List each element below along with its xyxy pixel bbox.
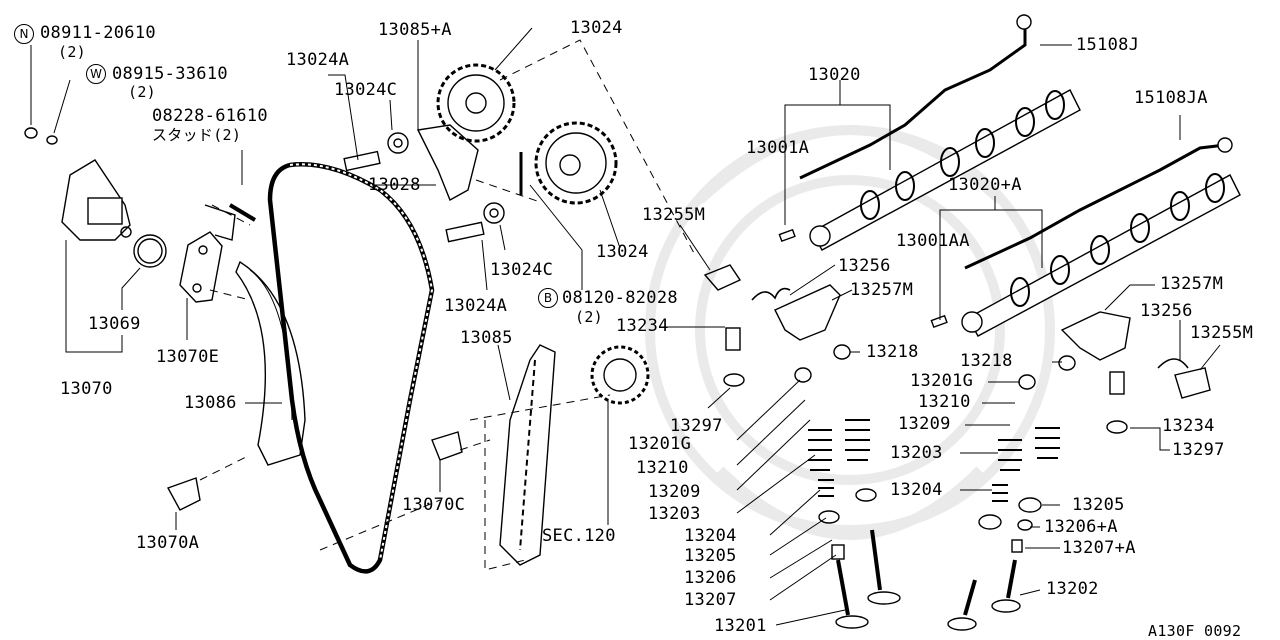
label-nut-qty: (2) — [58, 43, 86, 61]
valve-assembly-right — [947, 355, 1076, 631]
label-13201g-left: 13201G — [628, 434, 692, 454]
label-13209-right: 13209 — [898, 414, 951, 434]
valve-assembly-left — [794, 344, 901, 629]
rocker-arm-left — [774, 284, 841, 341]
bolt-13024a-lower — [445, 221, 485, 243]
label-nut-part: 08911-20610 — [40, 23, 156, 43]
washer-symbol: W — [86, 64, 106, 84]
label-13205-right: 13205 — [1072, 495, 1125, 515]
label-stud-part: 08228-61610 — [152, 106, 268, 126]
label-13024-mid: 13024 — [596, 242, 649, 262]
pivot-13070c — [431, 431, 463, 461]
label-13001a: 13001A — [746, 138, 810, 158]
label-washer-part: 08915-33610 — [112, 64, 228, 84]
label-13234-right: 13234 — [1162, 416, 1215, 436]
label-13085a: 13085+A — [378, 20, 452, 40]
chain-guide-13085a — [416, 124, 479, 201]
label-13020: 13020 — [808, 65, 861, 85]
label-13024-top: 13024 — [570, 18, 623, 38]
camshaft-13020a — [961, 173, 1241, 337]
label-13070c: 13070C — [402, 495, 466, 515]
nut-washer — [24, 127, 58, 145]
camshaft-13020 — [809, 89, 1081, 251]
label-13024c-mid: 13024C — [490, 260, 554, 280]
label-13234-left: 13234 — [616, 316, 669, 336]
label-15108ja: 15108JA — [1134, 88, 1208, 108]
label-bolt-b-part: 08120-82028 — [562, 288, 678, 308]
label-sec120: SEC.120 — [542, 526, 616, 546]
cam-sprocket-upper — [436, 63, 516, 143]
timing-chain — [267, 162, 435, 574]
oil-pipe-15108j — [799, 25, 1027, 180]
label-13257m-left: 13257M — [850, 280, 914, 300]
label-13210-right: 13210 — [918, 392, 971, 412]
label-13204-left: 13204 — [684, 526, 737, 546]
label-13028: 13028 — [368, 175, 421, 195]
label-13203-left: 13203 — [648, 504, 701, 524]
nut-symbol: N — [14, 24, 34, 44]
label-13020a: 13020+A — [948, 175, 1022, 195]
label-13218-right: 13218 — [960, 351, 1013, 371]
label-bolt-b-qty: (2) — [575, 308, 603, 326]
rocker-arm-right — [1060, 311, 1131, 361]
label-13255m-left: 13255M — [642, 205, 706, 225]
oil-pipe-15108ja — [964, 143, 1226, 270]
chain-guide-13086 — [235, 260, 306, 466]
plug-13070a — [166, 477, 201, 511]
label-13070e: 13070E — [156, 347, 220, 367]
label-13255m-right: 13255M — [1190, 323, 1254, 343]
watermark-emblem — [645, 125, 1055, 540]
bolt-symbol: B — [538, 288, 558, 308]
label-13206-left: 13206 — [684, 568, 737, 588]
label-13070: 13070 — [60, 379, 113, 399]
label-13297-right: 13297 — [1172, 440, 1225, 460]
cam-sprocket-lower — [534, 121, 618, 205]
label-13206a-right: 13206+A — [1044, 517, 1118, 537]
washer-13024c-lower — [483, 202, 505, 224]
label-13086: 13086 — [184, 393, 237, 413]
label-13024c-top: 13024C — [334, 80, 398, 100]
label-13069: 13069 — [88, 314, 141, 334]
tensioner-gasket — [179, 204, 236, 303]
label-13070a: 13070A — [136, 533, 200, 553]
diagram-id: A130F 0092 — [1148, 622, 1242, 640]
label-13085: 13085 — [460, 328, 513, 348]
label-13202-right: 13202 — [1046, 579, 1099, 599]
label-13218-left: 13218 — [866, 342, 919, 362]
label-13256-left: 13256 — [838, 256, 891, 276]
label-13209-left: 13209 — [648, 482, 701, 502]
label-washer-qty: (2) — [128, 83, 156, 101]
label-13024a-top: 13024A — [286, 50, 350, 70]
stud — [228, 203, 257, 222]
label-13024a-mid: 13024A — [444, 296, 508, 316]
crank-sprocket — [590, 345, 650, 405]
label-13205-left: 13205 — [684, 546, 737, 566]
label-13203-right: 13203 — [890, 443, 943, 463]
label-13201-left: 13201 — [714, 616, 767, 636]
label-13256-right: 13256 — [1140, 301, 1193, 321]
label-13201g-right: 13201G — [910, 371, 974, 391]
label-stud-note: スタッド(2) — [152, 126, 242, 144]
label-13001aa: 13001AA — [896, 231, 970, 251]
chain-tensioner — [61, 159, 167, 268]
label-13210-left: 13210 — [636, 458, 689, 478]
label-15108j: 15108J — [1076, 35, 1140, 55]
washer-13024c-upper — [387, 132, 409, 154]
label-13257m-right: 13257M — [1160, 274, 1224, 294]
label-13207a-right: 13207+A — [1062, 538, 1136, 558]
label-13204-right: 13204 — [890, 480, 943, 500]
label-13297-left: 13297 — [670, 416, 723, 436]
label-13207-left: 13207 — [684, 590, 737, 610]
bolt-13024a-upper — [343, 150, 381, 172]
